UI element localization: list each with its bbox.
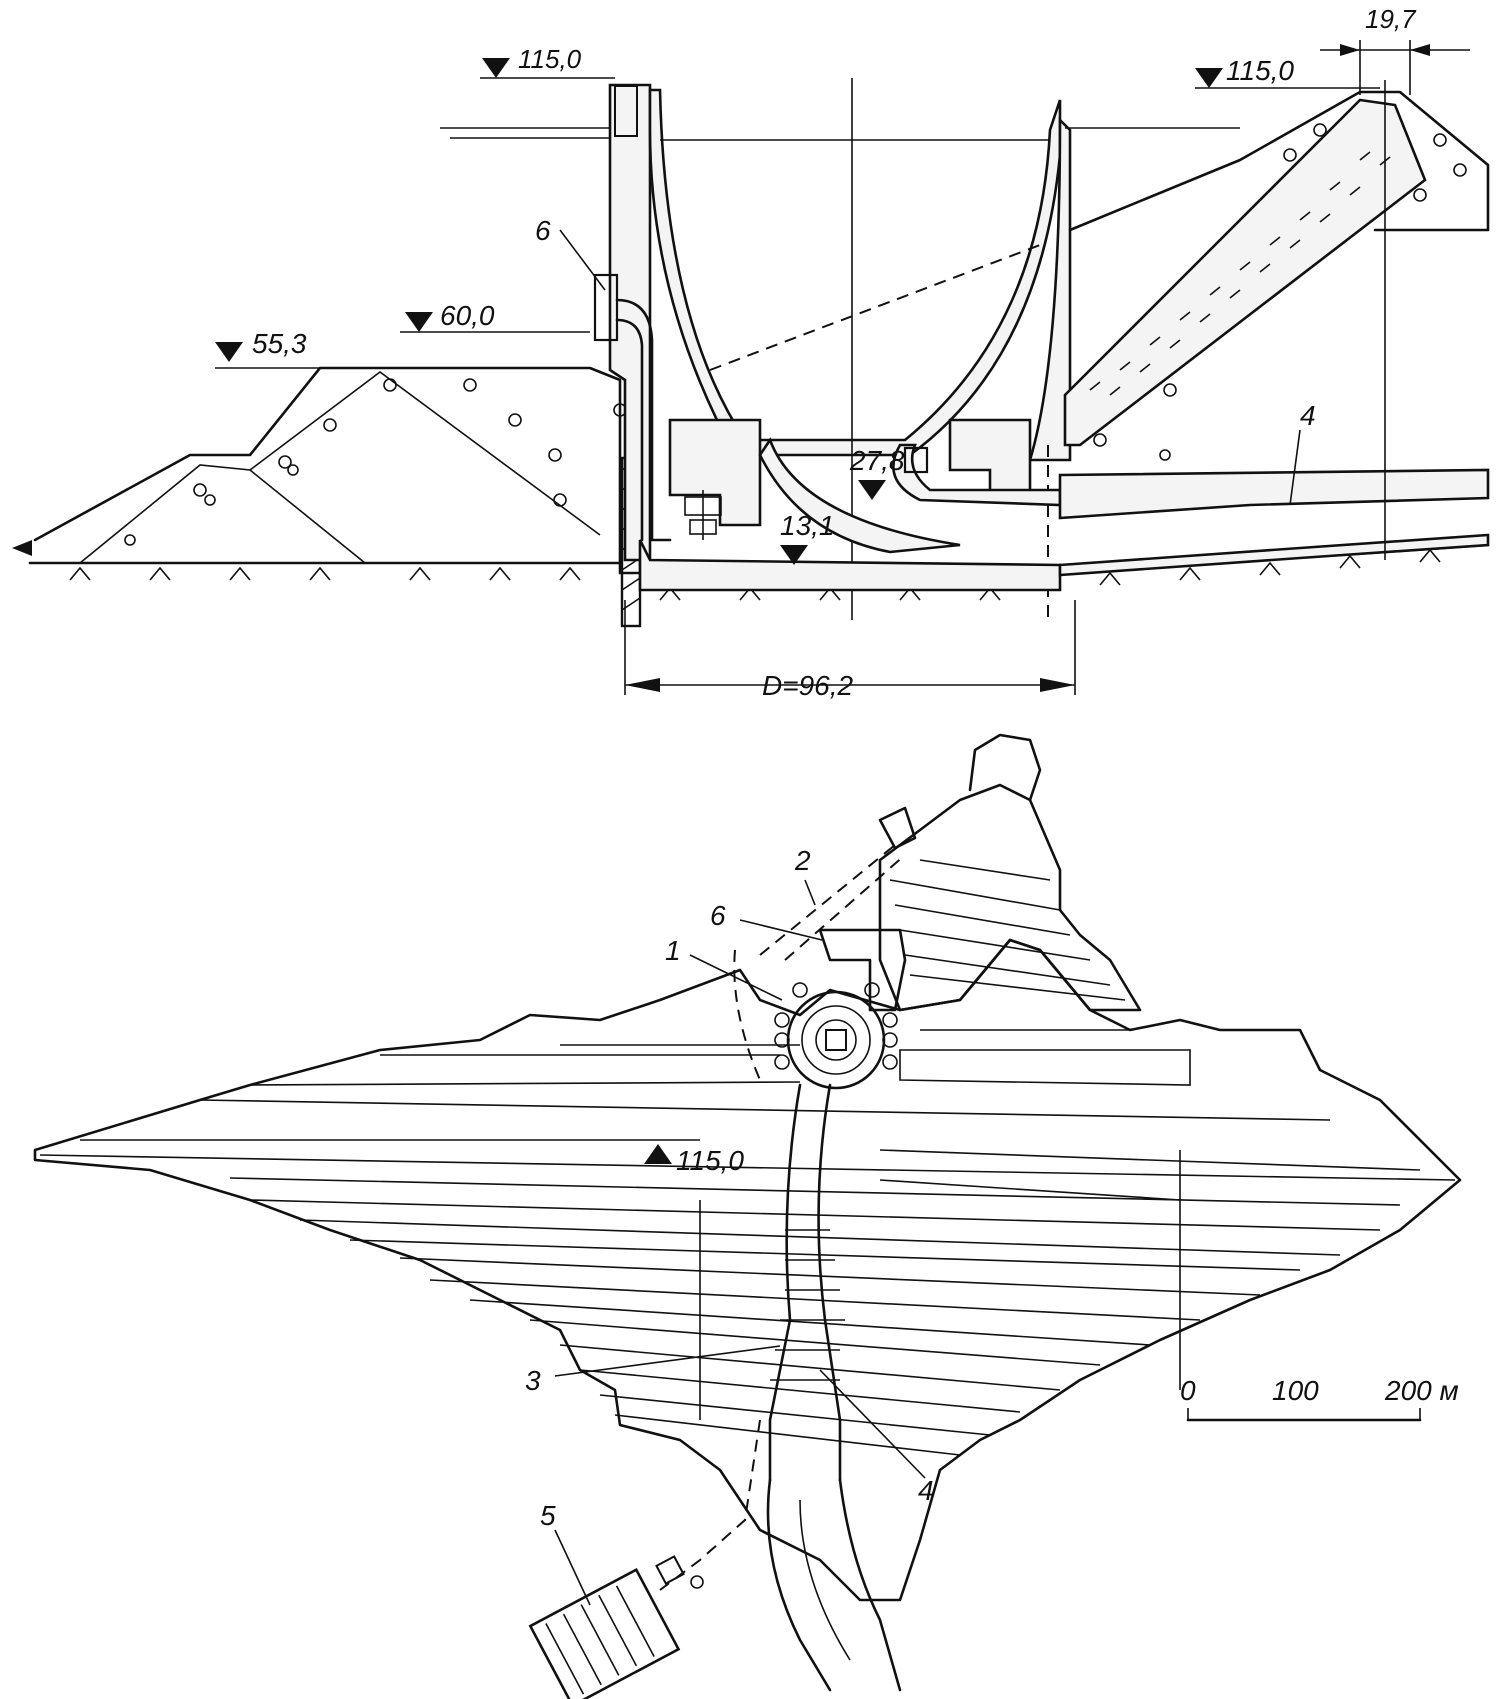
plan-view: 2 6 1 115,0 3 4 5 0 100 200 м xyxy=(33,733,1462,1699)
leader-5 xyxy=(554,1529,591,1606)
gate-mechanism xyxy=(684,490,722,540)
powerhouse-aux-circle xyxy=(690,1575,704,1589)
spillway-structure-lines xyxy=(889,859,1126,1001)
section-label-4: 4 xyxy=(1300,400,1316,431)
elev-label-fill: 55,3 xyxy=(252,328,307,359)
plan-elev-marker xyxy=(644,1144,672,1164)
core-hatch xyxy=(1089,151,1391,396)
shaft-funnel xyxy=(648,88,1062,457)
tunnel-plan-left xyxy=(768,1083,802,1482)
scale-label-200: 200 м xyxy=(1384,1375,1459,1406)
shaft-core xyxy=(825,1029,847,1051)
embankment-inner-line-2 xyxy=(249,371,601,536)
section-label-6: 6 xyxy=(535,215,551,246)
gate-structure xyxy=(878,806,917,850)
elev-label-crest-left: 115,0 xyxy=(518,44,582,74)
tower-top-box xyxy=(614,85,638,137)
shaft-piers xyxy=(774,982,898,1070)
label-4-leader xyxy=(1289,429,1301,506)
plan-label-elevation: 115,0 xyxy=(676,1145,744,1176)
tunnel-upper xyxy=(1058,468,1490,520)
leader-2 xyxy=(804,879,816,906)
elev-marker-outlet xyxy=(858,480,886,500)
dashed-outlet-line xyxy=(659,1419,761,1591)
plan-label-5: 5 xyxy=(540,1500,556,1531)
shaft-inner-circle xyxy=(815,1019,857,1061)
spillway-head xyxy=(968,733,1042,802)
embankment-inner-line-1 xyxy=(79,464,366,564)
plan-label-2: 2 xyxy=(794,845,811,876)
pipe-6 xyxy=(615,298,672,542)
elev-marker-crest-left xyxy=(482,58,510,78)
gravel-marks xyxy=(124,378,627,546)
elev-label-outlet: 27,8 xyxy=(849,445,905,476)
leader-1 xyxy=(689,954,783,1001)
tunnel-lower xyxy=(1058,533,1490,577)
plan-label-4: 4 xyxy=(918,1475,934,1506)
dim-label-crest-width: 19,7 xyxy=(1365,4,1417,34)
elev-marker-fill xyxy=(215,342,243,362)
downstream-channel-inner xyxy=(799,1499,851,1661)
shaft-outer-circle xyxy=(786,990,886,1090)
elev-label-berm: 60,0 xyxy=(440,300,495,331)
elev-label-foundation: 13,1 xyxy=(780,510,835,541)
elev-marker-berm xyxy=(405,312,433,332)
pipe-head xyxy=(593,273,619,342)
cross-section: 115,0 115,0 19,7 60,0 55,3 27,8 13,1 D=9… xyxy=(12,4,1490,701)
plan-label-1: 1 xyxy=(665,935,681,966)
downstream-channel-right xyxy=(838,1478,902,1692)
shaft-mid-circle xyxy=(801,1005,871,1075)
tunnel-plan-right xyxy=(817,1083,842,1482)
label-6-leader xyxy=(559,229,606,291)
plan-label-3: 3 xyxy=(525,1365,541,1396)
right-dam-core xyxy=(1063,98,1427,447)
dashed-pipe-3 xyxy=(784,854,906,961)
dim-label-diameter: D=96,2 xyxy=(762,670,853,701)
spillway-curve xyxy=(758,437,961,554)
scale-label-0: 0 xyxy=(1180,1375,1196,1406)
elev-label-crest-right: 115,0 xyxy=(1226,55,1294,86)
right-dam-shell xyxy=(1068,90,1490,232)
outlet-box-right xyxy=(948,418,1032,497)
spillway-upper-structure xyxy=(878,783,1142,1012)
leader-3 xyxy=(554,1345,781,1377)
gate-block xyxy=(903,446,929,474)
dashed-pipe-1 xyxy=(733,949,761,1081)
dam-terrace-lines xyxy=(39,1029,1456,1456)
leader-6 xyxy=(739,919,823,941)
crest-width-arrow-r xyxy=(1410,44,1430,56)
base-slab xyxy=(638,539,1062,592)
diameter-arrow-l xyxy=(625,678,660,692)
crest-width-arrow-l xyxy=(1340,44,1360,56)
leader-4 xyxy=(819,1369,926,1479)
elev-marker-foundation xyxy=(780,545,808,565)
scale-label-100: 100 xyxy=(1272,1375,1319,1406)
powerhouse-block xyxy=(528,1567,681,1699)
dashed-pipe-2 xyxy=(759,844,896,956)
plan-label-6: 6 xyxy=(710,900,726,931)
tunnel-plan-hatch xyxy=(770,1229,845,1381)
left-arrow xyxy=(12,540,32,556)
powerhouse-aux xyxy=(655,1555,685,1585)
dam-plan-outline xyxy=(33,938,1462,1602)
headworks-box xyxy=(818,928,907,1012)
outlet-box-left xyxy=(668,418,762,527)
elev-marker-crest-right xyxy=(1195,68,1223,88)
right-gravel xyxy=(1093,123,1467,461)
downstream-channel-left xyxy=(766,1478,832,1692)
diameter-arrow-r xyxy=(1040,678,1075,692)
upstream-embankment xyxy=(33,366,622,565)
